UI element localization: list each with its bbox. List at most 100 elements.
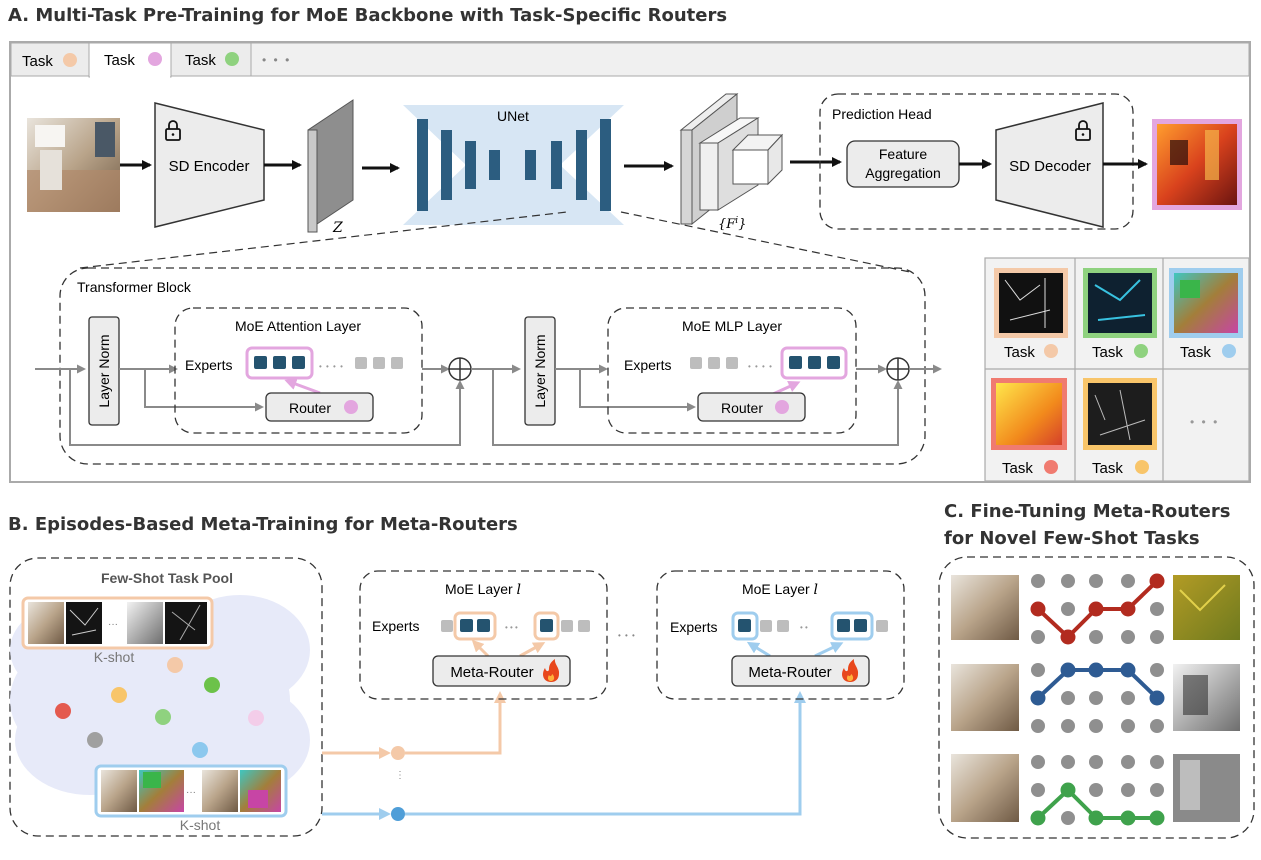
task-dot — [248, 710, 264, 726]
sd-encoder: SD Encoder — [154, 102, 265, 228]
task-dot — [55, 703, 71, 719]
meta-router-arrow — [746, 641, 771, 658]
route-node — [1060, 782, 1076, 798]
zoom-line-left — [79, 211, 568, 269]
tab-task-3-dot — [225, 52, 239, 66]
layer-norm-2: Layer Norm — [524, 316, 556, 426]
mlp-experts-dots: • • • • — [748, 362, 773, 371]
expert — [708, 357, 720, 369]
unet-label: UNet — [497, 108, 529, 124]
output-texture — [1083, 378, 1157, 450]
expert-node — [1061, 574, 1075, 588]
novel-task-3-input — [951, 754, 1019, 822]
route-node — [1088, 662, 1104, 678]
task-pool-cloud — [10, 595, 310, 795]
expert-node — [1150, 630, 1164, 644]
prediction-head-label: Prediction Head — [832, 106, 932, 122]
route-node — [1120, 810, 1136, 826]
fire-icon — [842, 659, 859, 682]
output-label-1: Task — [1004, 344, 1035, 361]
expert — [373, 357, 385, 369]
expert — [540, 619, 553, 632]
feature-aggregation-line2: Aggregation — [865, 165, 941, 181]
expert-node — [1121, 755, 1135, 769]
add-node-2 — [886, 357, 910, 381]
moe-mlp-label: MoE MLP Layer — [682, 318, 782, 334]
expert — [441, 620, 453, 632]
output-depth — [991, 378, 1067, 450]
expert-node — [1031, 663, 1045, 677]
expert-node — [1061, 691, 1075, 705]
meta-router-arrow — [814, 642, 844, 658]
transformer-block-label: Transformer Block — [77, 279, 192, 295]
output-dot-1 — [1044, 344, 1058, 358]
feature-aggregation: Feature Aggregation — [846, 140, 960, 188]
expert — [578, 620, 590, 632]
tab-task-3[interactable]: Task — [170, 42, 252, 77]
meta-router-blue: Meta-Router — [731, 655, 870, 687]
output-normals — [1083, 268, 1157, 338]
mlp-router: Router — [697, 392, 806, 422]
expert — [876, 620, 888, 632]
blue-dots: • • — [800, 623, 808, 632]
route-node — [1060, 662, 1076, 678]
tab-task-2[interactable]: Task — [88, 42, 172, 78]
flow-ln1-to-router — [144, 369, 264, 412]
router-task-dot — [344, 400, 358, 414]
feature-aggregation-line1: Feature — [879, 146, 927, 162]
sd-decoder: SD Decoder — [995, 102, 1104, 228]
residual-1 — [69, 369, 465, 446]
flow-vertical-dots: ⋮ — [395, 770, 405, 781]
route-node — [1120, 601, 1136, 617]
mlp-router-label: Router — [721, 400, 763, 416]
expert — [760, 620, 772, 632]
expert-node — [1061, 602, 1075, 616]
expert — [561, 620, 573, 632]
transformer-block — [59, 267, 926, 465]
route-node — [1149, 573, 1165, 589]
output-label-2: Task — [1092, 344, 1123, 361]
expert-node — [1089, 630, 1103, 644]
kshot-set-1: ··· — [21, 596, 214, 650]
output-label-4: Task — [1002, 460, 1033, 477]
input-image — [27, 118, 120, 212]
route-node — [1149, 810, 1165, 826]
expert — [460, 619, 473, 632]
attn-router-label: Router — [289, 400, 331, 416]
layer-norm-2-label: Layer Norm — [532, 334, 548, 407]
sd-decoder-label: SD Decoder — [1009, 158, 1091, 175]
expert — [254, 356, 267, 369]
expert — [827, 356, 840, 369]
expert — [355, 357, 367, 369]
expert — [477, 619, 490, 632]
latent-z-label: Z — [332, 220, 343, 236]
attn-router: Router — [265, 392, 374, 422]
route-node — [1088, 601, 1104, 617]
expert-node — [1089, 755, 1103, 769]
expert — [738, 619, 751, 632]
tabs-more[interactable]: • • • — [262, 53, 291, 67]
route-node — [1060, 629, 1076, 645]
layer-norm-1-label: Layer Norm — [96, 334, 112, 407]
tab-task-1[interactable]: Task — [10, 42, 90, 77]
route-node — [1149, 690, 1165, 706]
task-dot — [87, 732, 103, 748]
moe-attention-layer — [174, 307, 423, 434]
expert — [292, 356, 305, 369]
expert-node — [1150, 663, 1164, 677]
unet: UNet — [403, 105, 624, 225]
expert-node — [1121, 574, 1135, 588]
expert-node — [1121, 719, 1135, 733]
expert — [777, 620, 789, 632]
tab-task-1-label: Task — [22, 53, 53, 70]
novel-task-1-input — [951, 575, 1019, 640]
expert-node — [1031, 783, 1045, 797]
zoom-line-right — [620, 211, 911, 273]
kshot-label-1: K-shot — [94, 649, 135, 665]
output-label-5: Task — [1092, 460, 1123, 477]
expert-node — [1089, 574, 1103, 588]
expert — [837, 619, 850, 632]
expert-node — [1150, 602, 1164, 616]
novel-task-2-input — [951, 664, 1019, 731]
